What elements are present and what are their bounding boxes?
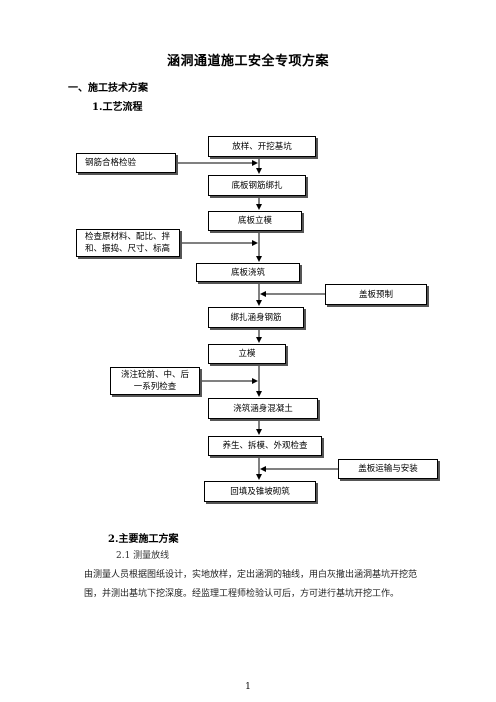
- side-material-check-line2: 和、振捣、尺寸、标高: [85, 244, 171, 254]
- side-pour-check-line2: 一系列检查: [133, 382, 177, 392]
- step-base-formwork: 底板立模: [208, 211, 302, 231]
- side-material-check-line1: 检查原材料、配比、拌: [85, 232, 171, 242]
- side-pour-check: 浇注砼前、中、后 一系列检查: [110, 367, 200, 395]
- section-heading: 一、施工技术方案: [68, 83, 148, 94]
- side-material-check: 检查原材料、配比、拌 和、振捣、尺寸、标高: [76, 229, 180, 257]
- step-wall-rebar: 绑扎涵身钢筋: [208, 307, 304, 328]
- side-rebar-check: 钢筋合格检验: [76, 153, 176, 173]
- step-curing-inspection: 养生、拆模、外观检查: [208, 436, 322, 456]
- side-cover-prefab: 盖板预制: [325, 284, 427, 305]
- step-base-rebar: 底板钢筋绑扎: [208, 175, 306, 196]
- step-wall-concrete: 浇筑涵身混凝土: [208, 398, 318, 419]
- step-base-pour: 底板浇筑: [196, 263, 300, 282]
- body-paragraph: 由测量人员根据图纸设计，实地放样，定出涵洞的轴线，用白灰撒出涵洞基坑开挖范围，并…: [84, 570, 418, 599]
- subsubsection-heading: 2.1 测量放线: [116, 551, 170, 561]
- subsection-heading-2: 2.主要施工方案: [108, 534, 179, 545]
- subsection-heading: 1.工艺流程: [92, 102, 143, 113]
- step-layout-excavate: 放样、开挖基坑: [208, 136, 316, 157]
- step-formwork: 立模: [208, 344, 286, 364]
- side-pour-check-line1: 浇注砼前、中、后: [120, 370, 189, 380]
- document-title: 涵洞通道施工安全专项方案: [166, 54, 329, 69]
- side-cover-install: 盖板运输与安装: [338, 459, 438, 479]
- step-backfill: 回填及锥坡砌筑: [204, 481, 316, 502]
- page-number: 1: [245, 682, 251, 692]
